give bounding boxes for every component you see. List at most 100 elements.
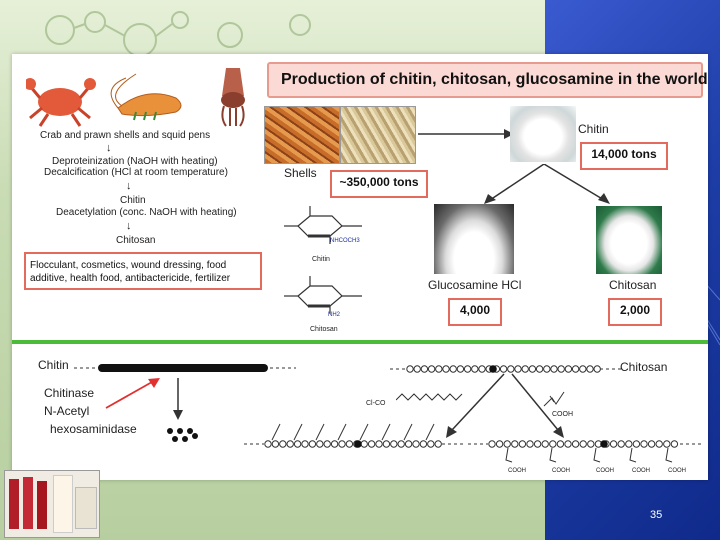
glucosamine-photo <box>434 204 514 274</box>
diagram-panel: Crab and prawn shells and squid pens ↓ D… <box>12 54 708 480</box>
monomer-bead <box>564 440 572 448</box>
monomer-bead <box>449 365 457 373</box>
step-chitosan: Chitosan <box>116 235 156 246</box>
chitin-photo <box>510 106 576 162</box>
monomer-bead <box>360 440 368 448</box>
monomer-bead <box>293 440 302 448</box>
monomer-bead <box>647 440 656 448</box>
monomer-bead <box>571 365 580 373</box>
chitin-group-label: NHCOCH3 <box>330 238 360 244</box>
monomer-bead <box>323 440 331 448</box>
cooh-label-3: COOH <box>596 468 614 474</box>
monomer-bead <box>382 440 391 448</box>
carboxyethyl-chitosan-chain <box>468 440 704 463</box>
shells-label: Shells <box>284 166 317 180</box>
acyl-side-chain <box>359 423 369 441</box>
acyl-side-chain <box>315 423 325 441</box>
chitin-structure <box>284 206 362 244</box>
enzyme-chitinase: Chitinase <box>44 386 95 400</box>
step-chitin: Chitin <box>120 195 146 206</box>
monomer-bead <box>579 440 587 448</box>
chitin-structure-caption: Chitin <box>312 256 330 263</box>
monomer-bead <box>345 440 354 448</box>
crab-prawn-squid-illustration <box>26 68 245 127</box>
monomer-bead <box>587 440 595 448</box>
monomer-bead <box>528 365 537 373</box>
monomer-dots <box>167 428 198 442</box>
enzyme-hexosaminidase: hexosaminidase <box>50 422 137 436</box>
monomer-bead <box>663 440 671 448</box>
chitosan-chain-label: Chitosan <box>620 360 668 374</box>
uses-box: Flocculant, cosmetics, wound dressing, f… <box>24 252 262 290</box>
bottle-icon <box>23 477 33 529</box>
monomer-bead <box>617 440 625 448</box>
arrow-right-icon <box>418 129 514 139</box>
monomer-bead <box>579 365 587 373</box>
acyl-chloride-label: Cl-CO <box>366 400 386 407</box>
chitosan-photo <box>596 206 662 274</box>
monomer-bead <box>557 365 565 373</box>
monomer-bead <box>330 440 339 448</box>
page-title: Production of chitin, chitosan, glucosam… <box>281 71 708 88</box>
acyl-side-chain <box>381 423 391 441</box>
glucosamine-amount-box: 4,000 <box>448 298 502 326</box>
monomer-bead <box>514 365 522 373</box>
acyl-side-chain <box>293 423 303 441</box>
squid-icon <box>221 68 245 127</box>
monomer-bead <box>420 365 429 373</box>
step-raw-material: Crab and prawn shells and squid pens <box>40 130 211 141</box>
monomer-bead <box>301 440 309 448</box>
monomer-bead <box>338 440 346 448</box>
monomer-bead <box>413 365 421 373</box>
acyl-side-chain <box>425 423 435 441</box>
glucosamine-label: Glucosamine HCl <box>428 278 522 292</box>
monomer-bead <box>571 440 580 448</box>
monomer-bead <box>499 365 508 373</box>
monomer-bead <box>593 365 601 373</box>
hydrolysis-arrow-icon <box>173 378 183 420</box>
chitin-chain <box>74 364 296 372</box>
monomer-bead <box>543 365 551 373</box>
monomer-bead <box>427 365 436 373</box>
chitosan-group-label: NH2 <box>328 312 341 318</box>
step-deproteinization: Deproteinization (NaOH with heating) <box>52 156 218 167</box>
acyl-side-chain <box>403 423 413 441</box>
monomer-bead <box>471 365 479 373</box>
step-deacetylation: Deacetylation (conc. NaOH with heating) <box>56 207 237 218</box>
molecule-decoration <box>45 11 311 57</box>
monomer-bead <box>640 440 648 448</box>
monomer-bead <box>526 440 534 448</box>
carboxyethyl-side-chain <box>629 447 637 463</box>
monomer-bead <box>632 440 641 448</box>
bottle-icon <box>9 479 19 529</box>
monomer-bead <box>419 440 428 448</box>
monomer-bead <box>495 440 504 448</box>
monomer-bead <box>264 440 272 448</box>
box-icon <box>53 475 73 533</box>
cooh-label-4: COOH <box>632 468 650 474</box>
monomer-bead <box>507 365 515 373</box>
slide-number: 35 <box>650 509 663 521</box>
monomer-bead <box>308 440 317 448</box>
cooh-label-2: COOH <box>552 468 570 474</box>
monomer-bead <box>655 440 663 448</box>
shells-photo-1 <box>264 106 340 164</box>
bottle-icon <box>37 481 47 529</box>
monomer-bead <box>390 440 398 448</box>
monomer-bead <box>488 440 496 448</box>
monomer-bead <box>404 440 413 448</box>
chitosan-chain <box>390 365 622 373</box>
shells-amount-box: ~350,000 tons <box>330 170 428 198</box>
monomer-bead <box>535 365 544 373</box>
monomer-bead <box>511 440 519 448</box>
chitosan-structure <box>284 276 362 314</box>
step-decalcification: Decalcification (HCl at room temperature… <box>44 167 228 178</box>
section-divider <box>12 340 708 344</box>
acyl-chain <box>396 393 463 401</box>
chitin-amount-box: 14,000 tons <box>580 142 668 170</box>
monomer-bead <box>670 440 679 448</box>
box-icon <box>75 487 97 529</box>
monomer-bead <box>286 440 294 448</box>
monomer-bead <box>412 440 420 448</box>
